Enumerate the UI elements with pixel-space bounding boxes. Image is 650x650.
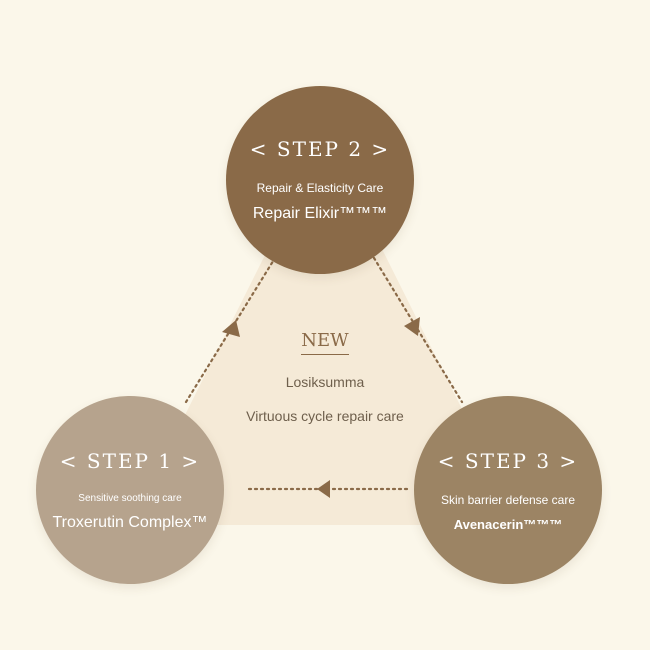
arrow-step3-to-step1-head (317, 480, 330, 498)
center-description: Virtuous cycle repair care (246, 408, 404, 424)
step-3-product: Avenacerin™™™ (453, 516, 563, 532)
step-1-circle: < STEP 1 > Sensitive soothing care Troxe… (36, 396, 224, 584)
center-badge-wrap: NEW (0, 330, 650, 355)
new-badge: NEW (301, 330, 349, 355)
step-1-care: Sensitive soothing care (78, 492, 182, 504)
step-2-label: < STEP 2 > (249, 137, 391, 161)
center-product-name: Losiksumma (285, 374, 365, 390)
step-2-care: Repair & Elasticity Care (256, 181, 384, 195)
step-1-product: Troxerutin Complex™ (52, 513, 208, 531)
step-3-label: < STEP 3 > (437, 448, 579, 473)
step-3-circle: < STEP 3 > Skin barrier defense care Ave… (414, 396, 602, 584)
background-triangle (130, 135, 520, 525)
arrow-step2-to-step3-head (404, 317, 420, 336)
step-3-care: Skin barrier defense care (440, 492, 576, 507)
step-1-label: < STEP 1 > (59, 448, 201, 473)
arrow-step1-to-step2-head (222, 320, 240, 337)
step-2-product: Repair Elixir™™™ (252, 205, 388, 222)
step-2-circle: < STEP 2 > Repair & Elasticity Care Repa… (226, 86, 414, 274)
